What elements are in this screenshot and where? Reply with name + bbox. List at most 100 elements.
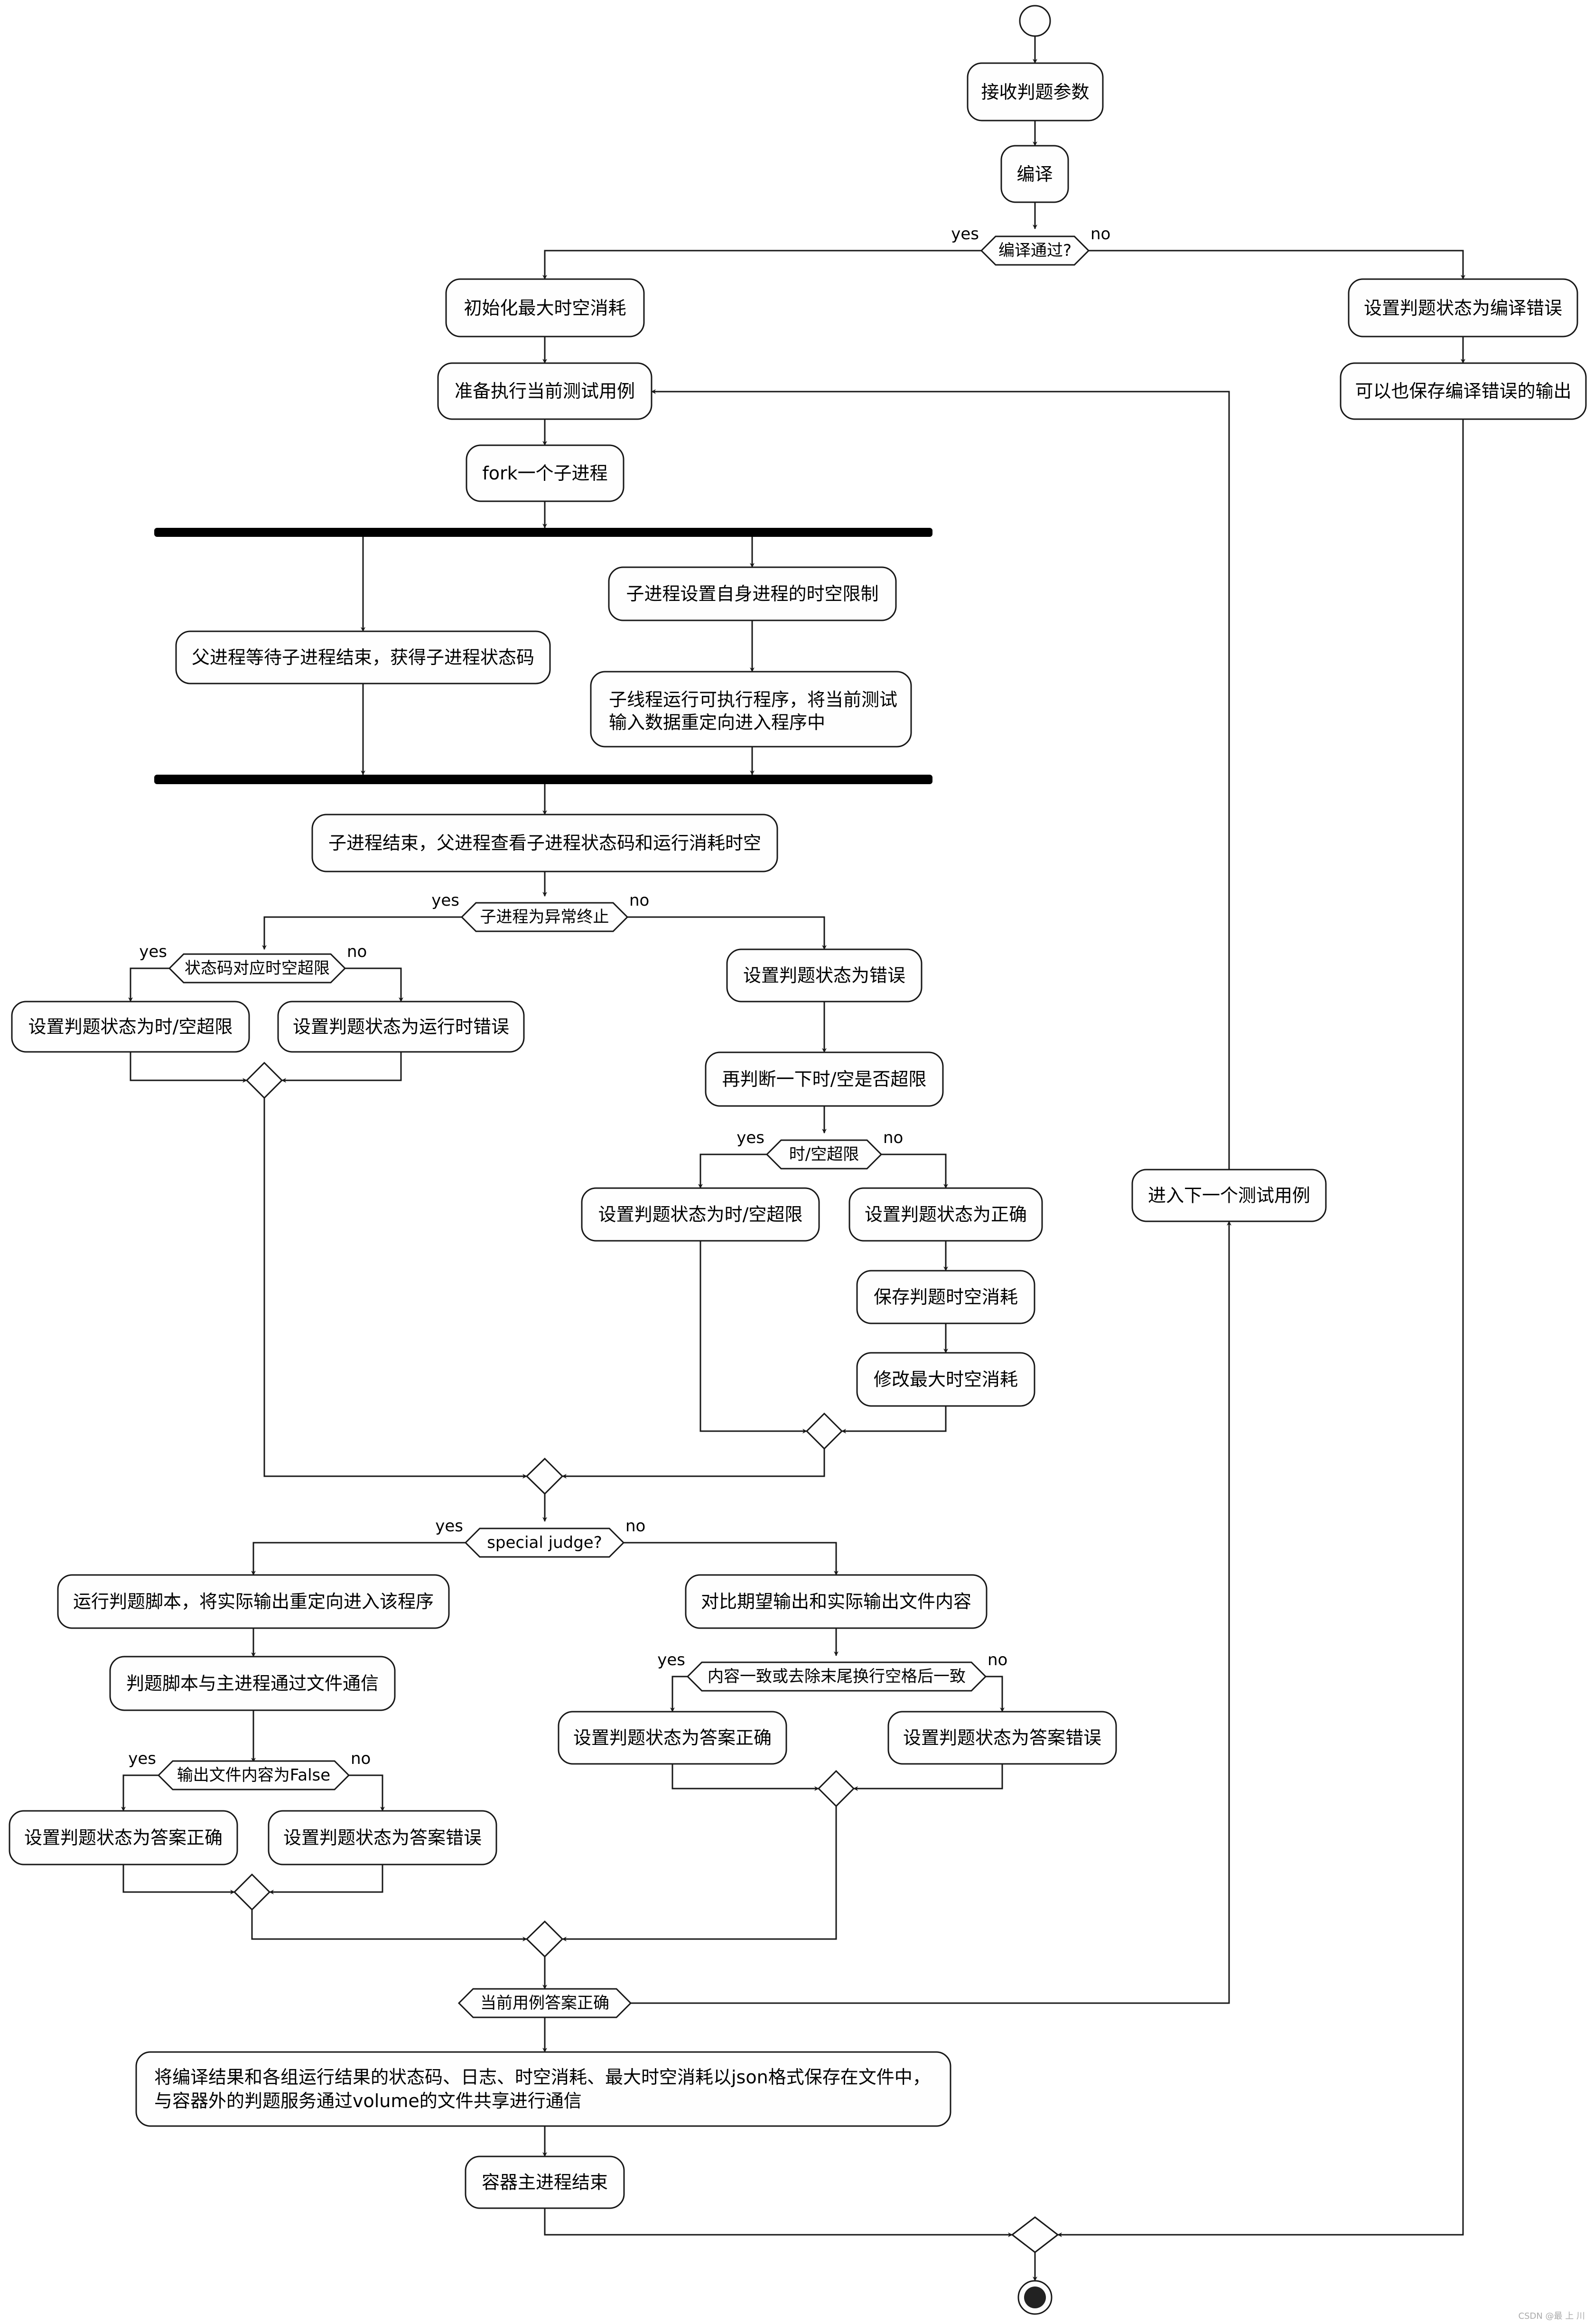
node-prepare: 准备执行当前测试用例 [437,362,653,420]
merge-spj-false [233,1873,271,1911]
end-node [1017,2280,1053,2315]
edge-false-no [349,1774,385,1811]
merge-final [1011,2216,1059,2253]
node-set-tle-left: 设置判题状态为时/空超限 [11,1001,250,1053]
svg-text:状态码对应时空超限: 状态码对应时空超限 [185,959,330,978]
svg-text:special judge?: special judge? [487,1533,602,1552]
svg-text:设置判题状态为答案正确: 设置判题状态为答案正确 [24,1827,223,1848]
label-yes: yes [128,1749,156,1768]
edge-tle-mid-merge [699,1241,807,1434]
node-child-limit: 子进程设置自身进程的时空限制 [608,566,897,621]
node-cmp-ac: 设置判题状态为答案正确 [558,1711,787,1765]
svg-text:时/空超限: 时/空超限 [789,1145,859,1164]
edge-save-final-merge [1057,419,1464,2237]
merge-tlecheck [805,1412,843,1450]
edge-tlecheck-yes [698,1153,767,1189]
svg-text:设置判题状态为答案错误: 设置判题状态为答案错误 [283,1827,482,1848]
edge-spj-merge-down [251,1910,527,1941]
merge-status [245,1061,283,1099]
svg-text:准备执行当前测试用例: 准备执行当前测试用例 [455,381,635,402]
node-next-case: 进入下一个测试用例 [1131,1169,1327,1222]
svg-text:运行判题脚本，将实际输出重定向进入该程序: 运行判题脚本，将实际输出重定向进入该程序 [73,1591,434,1612]
fork-bar [154,528,932,537]
svg-text:设置判题状态为编译错误: 设置判题状态为编译错误 [1364,298,1562,319]
node-set-ce: 设置判题状态为编译错误 [1348,278,1578,337]
svg-text:与容器外的判题服务通过volume的文件共享进行通信: 与容器外的判题服务通过volume的文件共享进行通信 [154,2090,582,2111]
svg-text:容器主进程结束: 容器主进程结束 [482,2172,608,2193]
label-yes: yes [951,225,979,244]
svg-text:保存判题时空消耗: 保存判题时空消耗 [874,1287,1018,1308]
label-yes: yes [139,942,167,961]
edge-compiled-no [1089,250,1465,280]
decision-spj-false: 输出文件内容为False [157,1760,350,1790]
decision-special: special judge? [464,1527,625,1558]
decision-tle-check: 时/空超限 [765,1139,883,1170]
edge-mid-merge-down [562,1449,825,1479]
merge-abnormal [525,1457,564,1495]
label-no: no [988,1650,1007,1669]
svg-text:设置判题状态为正确: 设置判题状态为正确 [865,1204,1027,1225]
svg-text:子进程结束，父进程查看子进程状态码和运行消耗时空: 子进程结束，父进程查看子进程状态码和运行消耗时空 [328,833,761,853]
edge-next-prepare [651,389,1230,1170]
svg-text:设置判题状态为答案错误: 设置判题状态为答案错误 [903,1727,1101,1748]
svg-text:修改最大时空消耗: 修改最大时空消耗 [874,1369,1018,1390]
label-yes: yes [431,891,459,910]
edge-spjac-merge [122,1865,235,1894]
label-no: no [883,1128,903,1147]
edge-special-no [624,1542,839,1575]
svg-text:设置判题状态为运行时错误: 设置判题状态为运行时错误 [293,1016,509,1037]
start-node [1019,5,1051,37]
svg-text:将编译结果和各组运行结果的状态码、日志、时空消耗、最大时空消: 将编译结果和各组运行结果的状态码、日志、时空消耗、最大时空消耗以json格式保存… [154,2067,931,2088]
svg-text:输出文件内容为False: 输出文件内容为False [177,1766,330,1785]
node-save-usage: 保存判题时空消耗 [856,1270,1035,1324]
svg-text:fork一个子进程: fork一个子进程 [482,463,607,484]
edge-abnormal-yes [262,916,462,950]
edge-cmpwa-merge [853,1764,1003,1791]
decision-loop: 当前用例答案正确 [457,1988,632,2018]
node-cmp-wa: 设置判题状态为答案错误 [887,1711,1117,1765]
svg-text:子进程设置自身进程的时空限制: 子进程设置自身进程的时空限制 [626,583,878,604]
node-compile: 编译 [1000,145,1069,203]
edge-special-yes [251,1542,466,1575]
svg-text:设置判题状态为时/空超限: 设置判题状态为时/空超限 [28,1016,233,1037]
svg-text:设置判题状态为时/空超限: 设置判题状态为时/空超限 [598,1204,803,1225]
node-parent-wait: 父进程等待子进程结束，获得子进程状态码 [175,630,551,684]
svg-text:设置判题状态为答案正确: 设置判题状态为答案正确 [573,1727,772,1748]
label-no: no [629,891,649,910]
node-recheck: 再判断一下时/空是否超限 [705,1051,944,1107]
svg-text:可以也保存编译错误的输出: 可以也保存编译错误的输出 [1355,381,1571,402]
svg-text:当前用例答案正确: 当前用例答案正确 [480,1994,609,2013]
node-container-end: 容器主进程结束 [465,2155,625,2209]
edge-loop-next [631,1221,1231,2004]
svg-text:接收判题参数: 接收判题参数 [981,82,1089,103]
edge-same-no [986,1676,1005,1712]
svg-text:对比期望输出和实际输出文件内容: 对比期望输出和实际输出文件内容 [701,1591,971,1612]
decision-compiled: 编译通过? [980,235,1090,266]
label-no: no [351,1749,371,1768]
edge-spjwa-merge [269,1865,383,1894]
edge-compiled-yes [542,250,981,280]
label-no: no [1091,225,1110,244]
node-set-re: 设置判题状态为运行时错误 [277,1001,525,1053]
edge-same-yes [670,1676,688,1712]
watermark: CSDN @最 上 川 [1519,2311,1585,2321]
svg-text:设置判题状态为错误: 设置判题状态为错误 [743,965,905,986]
svg-text:父进程等待子进程结束，获得子进程状态码: 父进程等待子进程结束，获得子进程状态码 [192,647,534,668]
merge-same [817,1770,855,1808]
node-child-run: 子线程运行可执行程序，将当前测试 输入数据重定向进入程序中 [590,671,912,748]
node-update-max: 修改最大时空消耗 [856,1352,1035,1407]
label-yes: yes [736,1128,764,1147]
edges [121,36,1465,2281]
node-spj-comm: 判题脚本与主进程通过文件通信 [109,1656,396,1711]
decision-abnormal: 子进程为异常终止 [460,902,629,932]
edge-status-yes [128,967,169,1002]
edge-end-final-merge [544,2208,1013,2237]
label-no: no [347,942,367,961]
node-save-ce: 可以也保存编译错误的输出 [1340,362,1587,420]
edge-update-merge [841,1406,947,1434]
node-init: 初始化最大时空消耗 [445,278,645,337]
svg-text:进入下一个测试用例: 进入下一个测试用例 [1148,1185,1310,1206]
label-yes: yes [657,1650,685,1669]
node-set-error: 设置判题状态为错误 [726,948,923,1003]
